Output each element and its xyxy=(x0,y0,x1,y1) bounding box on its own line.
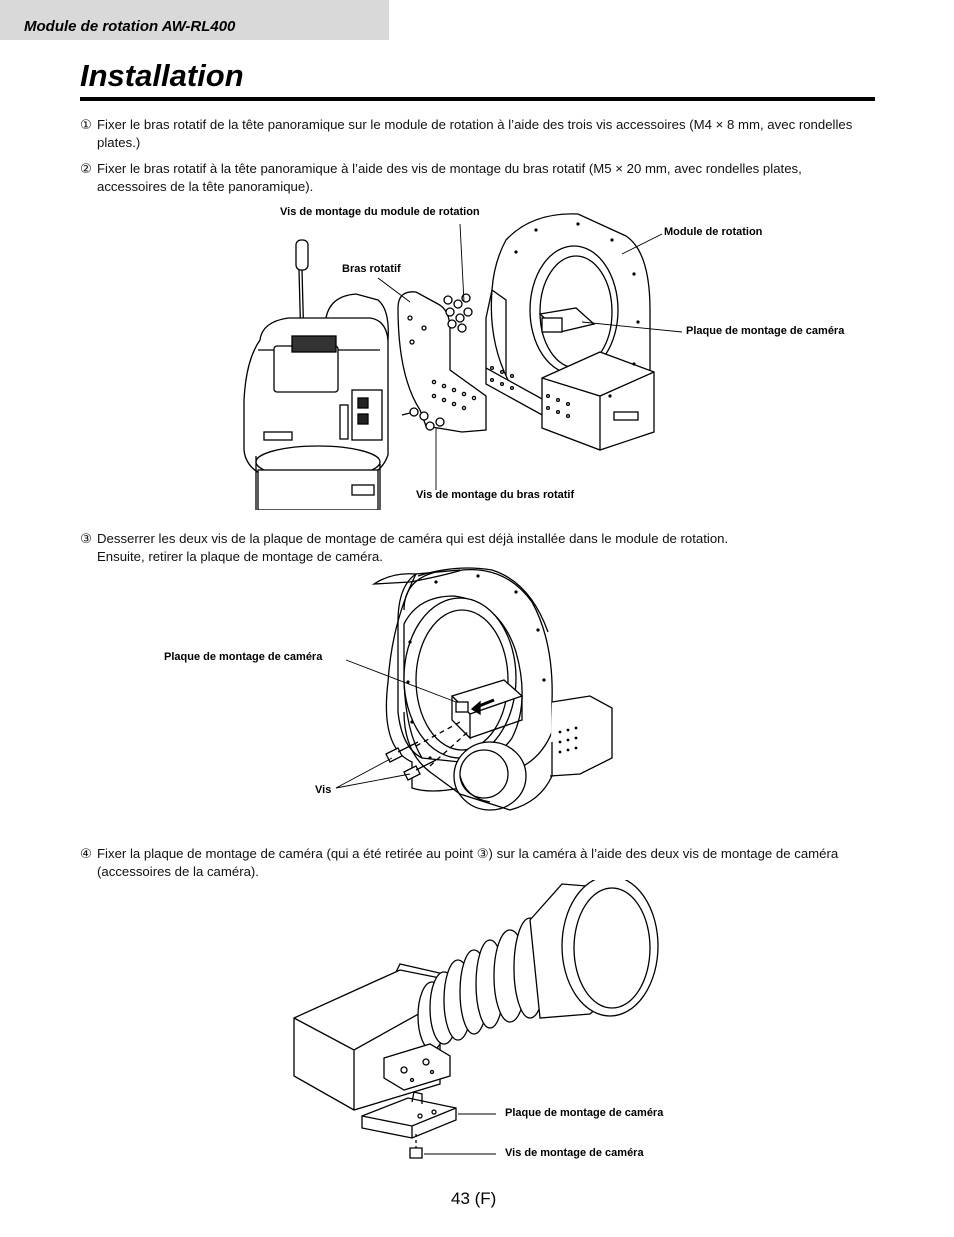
label-rotation-module-screws: Vis de montage du module de rotation xyxy=(280,206,480,218)
step-3: ③ Desserrer les deux vis de la plaque de… xyxy=(80,530,870,565)
step-text: Fixer le bras rotatif à la tête panorami… xyxy=(97,161,802,194)
attach-plate-drawing xyxy=(293,875,659,1159)
label-rotation-module: Module de rotation xyxy=(664,226,763,238)
step-number: ③ xyxy=(80,531,92,546)
label-rotary-arm-screws: Vis de montage du bras rotatif xyxy=(416,489,575,501)
label-camera-mount-screws: Vis de montage de caméra xyxy=(505,1147,644,1159)
page-number: 43 (F) xyxy=(451,1189,497,1208)
model-label: Module de rotation AW-RL400 xyxy=(24,18,236,35)
step-text: Fixer le bras rotatif de la tête panoram… xyxy=(97,117,853,150)
header-tab: Module de rotation AW-RL400 xyxy=(0,0,389,40)
step-number: ① xyxy=(80,117,92,132)
title-rule xyxy=(80,97,875,101)
remove-mount-plate-drawing xyxy=(335,567,613,811)
page-title: Installation xyxy=(80,58,244,93)
label-camera-mount-plate: Plaque de montage de caméra xyxy=(164,651,323,663)
label-rotary-arm: Bras rotatif xyxy=(342,263,401,275)
step-text: Fixer la plaque de montage de caméra (qu… xyxy=(97,846,839,879)
step-2: ② Fixer le bras rotatif à la tête panora… xyxy=(80,160,870,195)
step-1: ① Fixer le bras rotatif de la tête panor… xyxy=(80,116,870,151)
step-number: ④ xyxy=(80,846,92,861)
figure-rotary-arm-assembly: Vis de montage du module de rotation Mod… xyxy=(230,200,880,511)
figure-attach-plate-to-camera: Plaque de montage de caméra Vis de monta… xyxy=(290,875,700,1170)
label-screws: Vis xyxy=(315,784,332,796)
step-text-continued: Ensuite, retirer la plaque de montage de… xyxy=(97,548,383,564)
step-number: ② xyxy=(80,161,92,176)
figure-remove-mount-plate: Plaque de montage de caméra Vis xyxy=(160,562,630,818)
label-camera-mount-plate: Plaque de montage de caméra xyxy=(686,325,845,337)
label-camera-mount-plate: Plaque de montage de caméra xyxy=(505,1107,664,1119)
rotary-arm-assembly-drawing xyxy=(243,213,683,511)
step-4: ④ Fixer la plaque de montage de caméra (… xyxy=(80,845,870,880)
step-text: Desserrer les deux vis de la plaque de m… xyxy=(97,531,729,546)
